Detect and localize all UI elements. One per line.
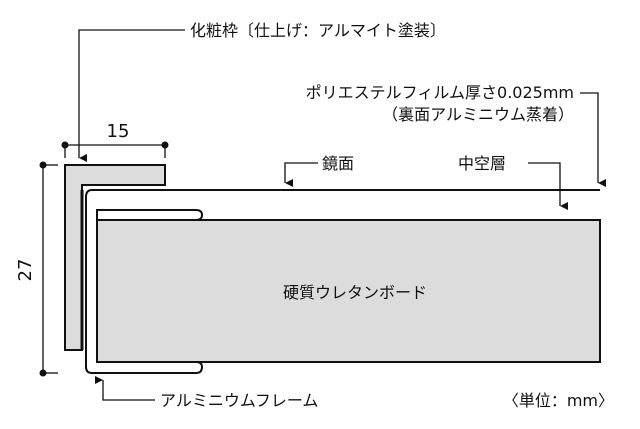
height-value: 27 [15, 259, 36, 282]
aluminum-frame [85, 189, 600, 374]
height-dimension: 27 [15, 161, 58, 377]
decorative-frame [64, 164, 166, 351]
width-dimension: 15 [61, 121, 169, 158]
film-label-line2: （裏面アルミニウム蒸着） [382, 105, 574, 124]
aluminum-frame-label: アルミニウムフレーム [160, 391, 318, 410]
mirror-surface-label: 鏡面 [322, 154, 354, 173]
hollow-layer-label: 中空層 [458, 154, 506, 173]
film-label-line1: ポリエステルフィルム厚さ0.025mm [306, 83, 574, 102]
board-label: 硬質ウレタンボード [283, 283, 427, 302]
unit-label: 〈単位：mm〉 [503, 391, 614, 410]
urethane-board [96, 219, 601, 363]
width-value: 15 [107, 121, 130, 142]
decorative-frame-label: 化粧枠〔仕上げ：アルマイト塗装〕 [190, 21, 446, 40]
